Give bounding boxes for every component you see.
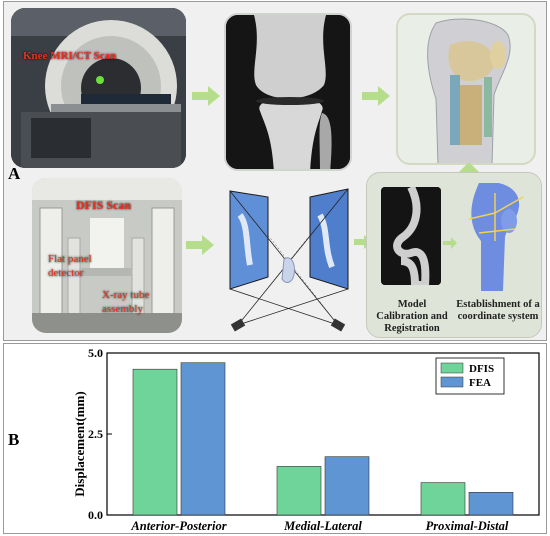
mri-ct-scanner-photo: Knee MRI/CT Scan xyxy=(11,8,186,168)
chart-bars xyxy=(132,362,514,516)
y-tick-label: 2.5 xyxy=(88,427,103,441)
y-tick-label: 0.0 xyxy=(88,508,103,522)
biplane-projection-diagram xyxy=(229,188,349,332)
x-category-label: Anterior-Posterior xyxy=(130,519,226,533)
bar-dfis-1 xyxy=(132,368,178,516)
y-tick-label: 5.0 xyxy=(88,346,103,360)
bar-dfis-2 xyxy=(276,466,322,516)
flat-panel-detector-label: Flat panel detector xyxy=(48,253,92,279)
model-calibration-caption: Model Calibration and Registration xyxy=(376,299,448,334)
panel-a-label: A xyxy=(8,164,21,183)
y-axis-label: Displacement(mm) xyxy=(72,391,87,496)
coordinate-system-caption: Establishment of a coordinate system xyxy=(456,299,540,322)
knee-coordinate-model xyxy=(468,183,524,291)
panel-a: Knee MRI/CT Scan A xyxy=(3,1,547,341)
right-arrow-icon xyxy=(192,86,220,106)
legend-entry: DFIS xyxy=(469,363,494,375)
chart-legend: DFIS FEA xyxy=(435,357,505,395)
knee-xray-image xyxy=(224,13,352,171)
x-category-label: Medial-Lateral xyxy=(283,519,362,533)
right-arrow-icon xyxy=(186,235,214,255)
right-arrow-icon xyxy=(362,86,390,106)
dfis-scanner-photo: DFIS Scan Flat panel detector X-ray tube… xyxy=(32,178,182,333)
mri-ct-scan-label: Knee MRI/CT Scan xyxy=(23,50,117,62)
bar-fea-1 xyxy=(180,362,226,516)
bar-fea-2 xyxy=(324,456,370,516)
legend-swatch xyxy=(440,362,464,374)
panel-b-label: B xyxy=(8,430,20,449)
legend-entry: FEA xyxy=(469,377,491,389)
dfis-scan-label: DFIS Scan xyxy=(76,198,132,212)
registration-panel: Model Calibration and Registration Estab… xyxy=(366,172,542,338)
xray-tube-assembly-label: X-ray tube assembly xyxy=(102,289,150,315)
bar-dfis-3 xyxy=(420,482,466,516)
bar-fea-3 xyxy=(468,492,514,516)
knee-3d-model xyxy=(396,13,536,165)
right-arrow-icon xyxy=(443,237,457,249)
registered-xray-image xyxy=(381,187,441,285)
x-category-label: Proximal-Distal xyxy=(426,519,509,533)
legend-swatch xyxy=(440,376,464,388)
